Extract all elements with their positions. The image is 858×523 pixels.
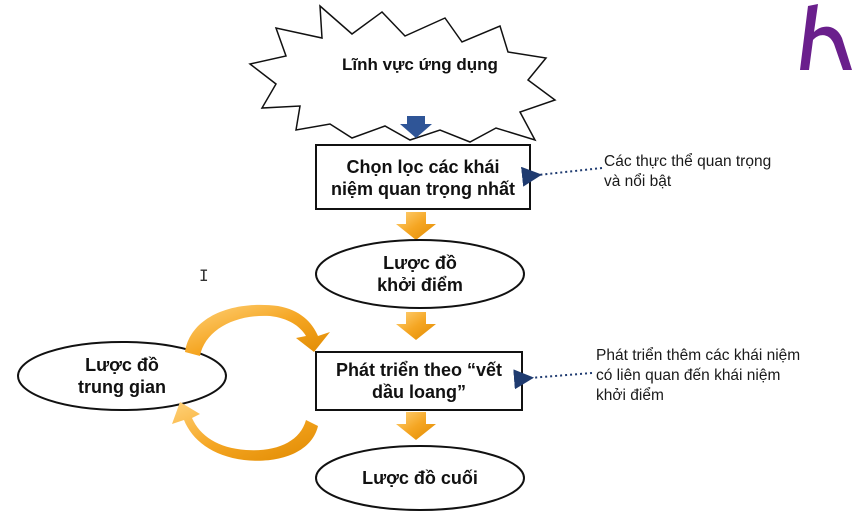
- develop-line1: Phát triển theo “vết: [335, 360, 503, 380]
- dotted-arrow-entities: [521, 166, 603, 187]
- start-schema-line2: khởi điểm: [377, 275, 463, 295]
- down-arrow-orange-1: [396, 212, 436, 240]
- text-cursor-icon: I: [199, 266, 209, 285]
- start-schema-line1: Lược đồ: [383, 253, 457, 273]
- develop-line2: dầu loang”: [372, 382, 466, 402]
- intermediate-schema-label: Lược đồ trung gian: [18, 352, 226, 400]
- select-concepts-line2: niệm quan trọng nhất: [331, 179, 515, 199]
- final-schema-ellipse: [315, 445, 525, 511]
- entities-note-line1: Các thực thể quan trọng: [604, 153, 772, 170]
- final-schema-label: Lược đồ cuối: [362, 468, 478, 488]
- down-arrow-orange-3: [396, 412, 436, 440]
- select-concepts-line1: Chọn lọc các khái: [346, 157, 500, 177]
- start-schema-label: Lược đồ khởi điểm: [316, 250, 524, 298]
- dotted-arrow-develop: [513, 369, 593, 390]
- entities-note-line2: và nổi bật: [604, 173, 672, 190]
- develop-label: Phát triển theo “vết dầu loang”: [316, 356, 522, 406]
- develop-note-line1: Phát triển thêm các khái niệm: [596, 347, 801, 364]
- intermediate-line2: trung gian: [78, 377, 166, 397]
- develop-note: Phát triển thêm các khái niệm có liên qu…: [596, 346, 846, 406]
- start-schema-ellipse: [315, 239, 525, 309]
- develop-note-line3: khởi điểm: [596, 387, 664, 404]
- starburst-shape: [248, 4, 557, 143]
- loop-arrow-bottom: [172, 402, 318, 461]
- loop-arrow-top: [185, 304, 330, 356]
- down-arrow-blue: [400, 116, 432, 138]
- starburst-label: Lĩnh vực ứng dụng: [342, 55, 498, 74]
- select-concepts-box: [315, 144, 531, 210]
- entities-note: Các thực thể quan trọng và nổi bật: [604, 152, 844, 192]
- develop-note-line2: có liên quan đến khái niệm: [596, 367, 781, 384]
- select-concepts-label: Chọn lọc các khái niệm quan trọng nhất: [316, 150, 530, 206]
- intermediate-line1: Lược đồ: [85, 355, 159, 375]
- intermediate-schema-ellipse: [17, 341, 227, 411]
- down-arrow-orange-2: [396, 312, 436, 340]
- h-logo-icon: [800, 4, 852, 70]
